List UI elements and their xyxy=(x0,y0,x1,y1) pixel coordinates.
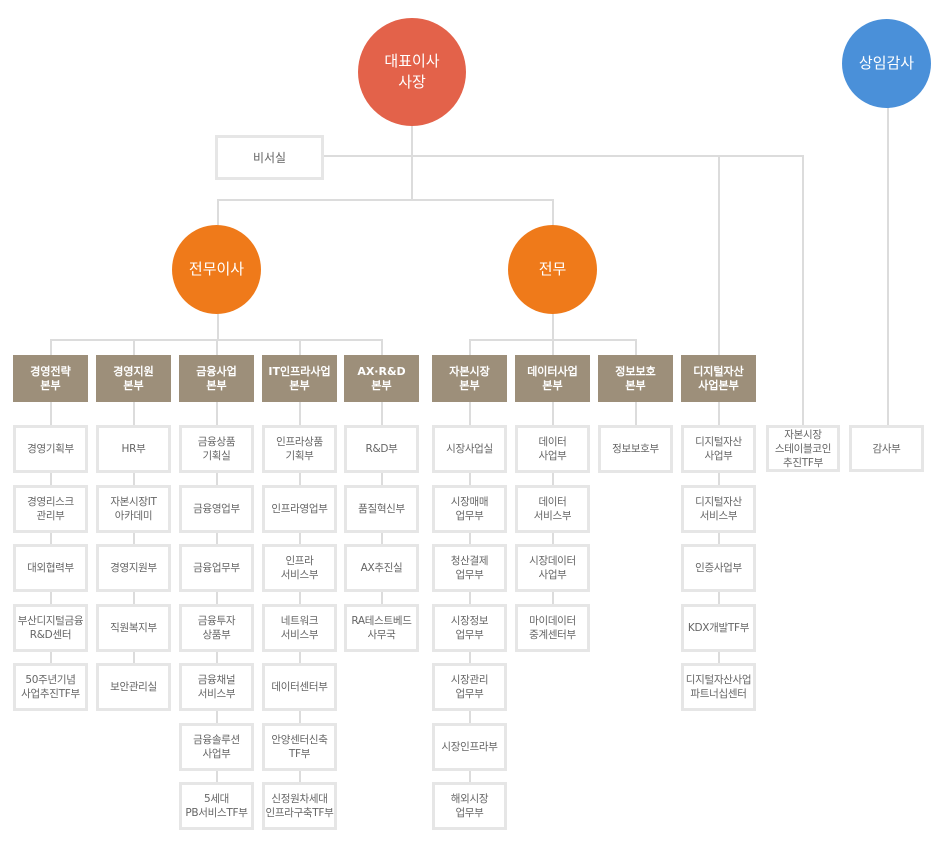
standing-auditor-node: 상임감사 xyxy=(842,19,931,108)
department-box: 디지털자산 서비스부 xyxy=(681,485,756,533)
connector-line xyxy=(635,339,637,355)
connector-line xyxy=(322,155,803,157)
connector-line xyxy=(718,155,720,355)
headquarters-header: 경영전략 본부 xyxy=(13,355,88,402)
connector-line xyxy=(216,339,218,355)
department-box: 마이데이터 중계센터부 xyxy=(515,604,590,652)
department-box: 부산디지털금융 R&D센터 xyxy=(13,604,88,652)
department-box: 디지털자산 사업부 xyxy=(681,425,756,473)
department-box: 금융채널 서비스부 xyxy=(179,663,254,711)
department-box: 디지털자산사업 파트너십센터 xyxy=(681,663,756,711)
connector-line xyxy=(299,339,301,355)
connector-line xyxy=(217,199,219,229)
department-box: 금융상품 기획실 xyxy=(179,425,254,473)
connector-line xyxy=(552,312,554,340)
department-box: KDX개발TF부 xyxy=(681,604,756,652)
department-box: 품질혁신부 xyxy=(344,485,419,533)
connector-line xyxy=(299,400,301,805)
department-box: 시장매매 업무부 xyxy=(432,485,507,533)
department-box: 인프라영업부 xyxy=(262,485,337,533)
department-box: 데이터센터부 xyxy=(262,663,337,711)
department-box: 청산결제 업무부 xyxy=(432,544,507,592)
department-box: 금융투자 상품부 xyxy=(179,604,254,652)
department-box: 안양센터신축 TF부 xyxy=(262,723,337,771)
department-box: 정보보호부 xyxy=(598,425,673,473)
department-box: 금융솔루션 사업부 xyxy=(179,723,254,771)
department-box: 자본시장IT 아카데미 xyxy=(96,485,171,533)
headquarters-header: 경영지원 본부 xyxy=(96,355,171,402)
department-box: HR부 xyxy=(96,425,171,473)
department-box: 경영지원부 xyxy=(96,544,171,592)
department-box: 시장관리 업무부 xyxy=(432,663,507,711)
department-box: 데이터 서비스부 xyxy=(515,485,590,533)
department-box: 보안관리실 xyxy=(96,663,171,711)
department-box: 경영기획부 xyxy=(13,425,88,473)
connector-line xyxy=(802,155,804,427)
secretary-office-node: 비서실 xyxy=(215,135,324,180)
headquarters-header: 정보보호 본부 xyxy=(598,355,673,402)
department-box: 신정원차세대 인프라구축TF부 xyxy=(262,782,337,830)
headquarters-header: 금융사업 본부 xyxy=(179,355,254,402)
department-box: AX추진실 xyxy=(344,544,419,592)
department-box: 시장사업실 xyxy=(432,425,507,473)
vice-president-node: 전무이사 xyxy=(172,225,261,314)
headquarters-header: 디지털자산 사업본부 xyxy=(681,355,756,402)
connector-line xyxy=(469,339,471,355)
department-box: 해외시장 업무부 xyxy=(432,782,507,830)
connector-line xyxy=(217,199,554,201)
connector-line xyxy=(216,400,218,805)
headquarters-header: IT인프라사업 본부 xyxy=(262,355,337,402)
department-box: 50주년기념 사업추진TF부 xyxy=(13,663,88,711)
department-box: 시장데이터 사업부 xyxy=(515,544,590,592)
audit-department: 감사부 xyxy=(849,425,924,472)
department-box: RA테스트베드 사무국 xyxy=(344,604,419,652)
department-box: 인프라상품 기획부 xyxy=(262,425,337,473)
ceo-node: 대표이사 사장 xyxy=(358,18,466,126)
headquarters-header: AX·R&D 본부 xyxy=(344,355,419,402)
connector-line xyxy=(133,400,135,685)
headquarters-header: 데이터사업 본부 xyxy=(515,355,590,402)
department-box: 5세대 PB서비스TF부 xyxy=(179,782,254,830)
department-box: 인증사업부 xyxy=(681,544,756,592)
department-box: 데이터 사업부 xyxy=(515,425,590,473)
connector-line xyxy=(887,105,889,427)
department-box: 시장정보 업무부 xyxy=(432,604,507,652)
connector-line xyxy=(381,339,383,355)
department-box: 네트워크 서비스부 xyxy=(262,604,337,652)
connector-line xyxy=(50,400,52,685)
connector-line xyxy=(133,339,135,355)
department-box: 금융업무부 xyxy=(179,544,254,592)
stablecoin-tf-department: 자본시장 스테이블코인 추진TF부 xyxy=(766,425,840,472)
department-box: 시장인프라부 xyxy=(432,723,507,771)
department-box: 인프라 서비스부 xyxy=(262,544,337,592)
connector-line xyxy=(552,339,554,355)
department-box: 경영리스크 관리부 xyxy=(13,485,88,533)
headquarters-header: 자본시장 본부 xyxy=(432,355,507,402)
connector-line xyxy=(552,199,554,229)
department-box: 직원복지부 xyxy=(96,604,171,652)
department-box: R&D부 xyxy=(344,425,419,473)
connector-line xyxy=(50,339,52,355)
connector-line xyxy=(411,120,413,200)
department-box: 대외협력부 xyxy=(13,544,88,592)
department-box: 금융영업부 xyxy=(179,485,254,533)
connector-line xyxy=(217,312,219,340)
managing-director-node: 전무 xyxy=(508,225,597,314)
